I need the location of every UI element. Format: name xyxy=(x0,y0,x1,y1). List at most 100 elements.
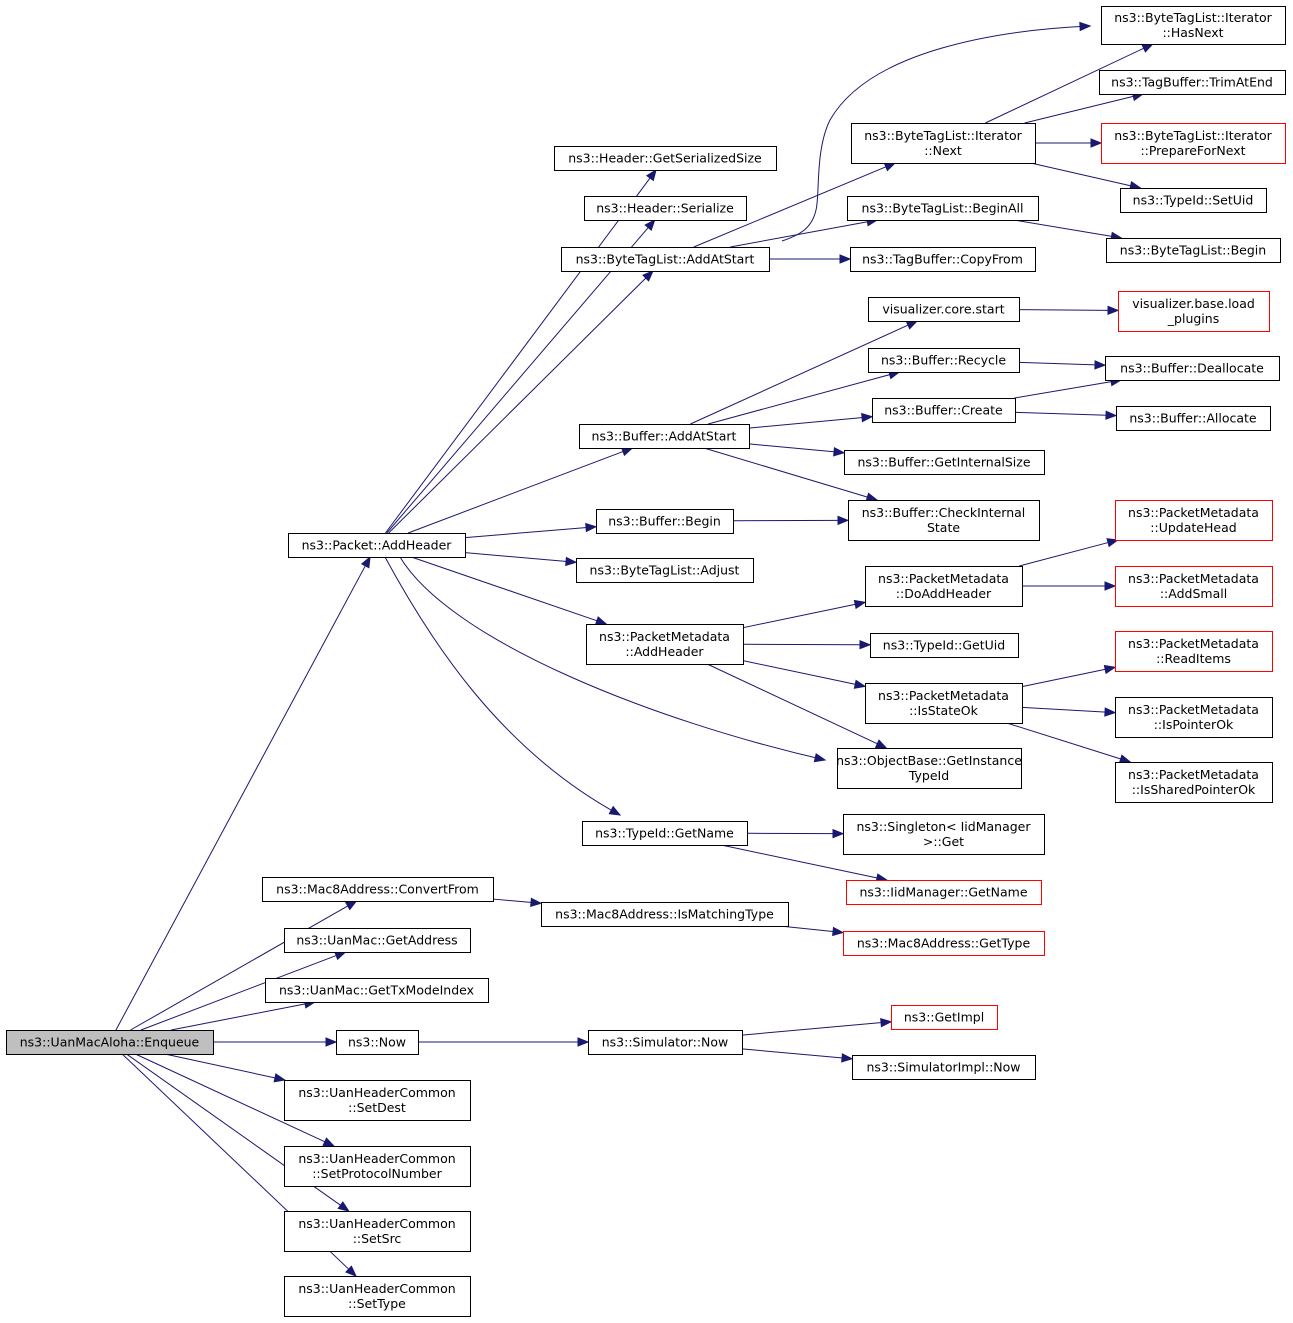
node-ns3-packetmetadata-isstateok[interactable]: ns3::PacketMetadata::IsStateOk xyxy=(865,683,1023,724)
edge-n1-to-n14 xyxy=(464,522,598,539)
node-ns3-bytetaglist-iterator-preparefornext[interactable]: ns3::ByteTagList::Iterator::PrepareForNe… xyxy=(1101,123,1286,164)
edge-n47-to-n49 xyxy=(741,1048,854,1063)
edge-n35-to-n36 xyxy=(1019,538,1120,567)
edge-n5-to-n47 xyxy=(418,1037,590,1047)
node-label: ns3::UanMac::GetAddress xyxy=(296,933,457,948)
node-label: ns3::ByteTagList::BeginAll xyxy=(862,201,1024,216)
node-label: ns3::Packet::AddHeader xyxy=(302,538,453,553)
edge-n45-to-n46 xyxy=(779,925,845,937)
node-label: ns3::Mac8Address::GetType xyxy=(857,936,1031,951)
node-ns3-uanheadercommon-setsrc[interactable]: ns3::UanHeaderCommon::SetSrc xyxy=(284,1211,471,1252)
node-ns3-typeid-getname[interactable]: ns3::TypeId::GetName xyxy=(582,821,748,846)
node-label: ns3::Buffer::Allocate xyxy=(1129,411,1257,426)
node-label: ns3::ByteTagList::Adjust xyxy=(590,563,740,578)
node-ns3-buffer-create[interactable]: ns3::Buffer::Create xyxy=(872,398,1016,423)
node-ns3-packetmetadata-ispointerok[interactable]: ns3::PacketMetadata::IsPointerOk xyxy=(1115,697,1273,738)
node-ns3-uanmac-gettxmodeindex[interactable]: ns3::UanMac::GetTxModeIndex xyxy=(265,978,489,1003)
edge-n35-to-n37 xyxy=(1022,581,1117,591)
node-ns3-buffer-getinternalsize[interactable]: ns3::Buffer::GetInternalSize xyxy=(844,450,1045,475)
node-ns3-bytetaglist-iterator-hasnext[interactable]: ns3::ByteTagList::Iterator::HasNext xyxy=(1101,6,1286,45)
node-ns3-typeid-setuid[interactable]: ns3::TypeId::SetUid xyxy=(1120,188,1267,213)
node-ns3-simulator-now[interactable]: ns3::Simulator::Now xyxy=(588,1030,743,1055)
node-label: ns3::TagBuffer::CopyFrom xyxy=(862,252,1023,267)
node-ns3-packetmetadata-doaddheader[interactable]: ns3::PacketMetadata::DoAddHeader xyxy=(865,566,1023,607)
node-label: ns3::UanMacAloha::Enqueue xyxy=(20,1035,200,1050)
edge-n31-to-n32 xyxy=(1014,410,1118,420)
node-label: ns3::Header::GetSerializedSize xyxy=(568,151,762,166)
node-label: visualizer.base.load xyxy=(1132,296,1255,311)
edge-n1-to-n12 xyxy=(388,270,654,534)
edge-n2-to-n45 xyxy=(492,897,543,908)
node-label: ::UpdateHead xyxy=(1150,520,1236,535)
node-ns3-typeid-getuid[interactable]: ns3::TypeId::GetUid xyxy=(870,633,1019,658)
node-label: ::AddHeader xyxy=(625,644,704,659)
node-label: ns3::Buffer::Recycle xyxy=(881,353,1006,368)
node-label: ::HasNext xyxy=(1162,25,1223,40)
edge-n18-to-n44 xyxy=(721,844,889,883)
node-ns3-buffer-addatstart[interactable]: ns3::Buffer::AddAtStart xyxy=(579,424,750,449)
edge-n13-to-n33 xyxy=(748,443,846,457)
node-ns3-iidmanager-getname[interactable]: ns3::IidManager::GetName xyxy=(846,880,1042,905)
node-ns3-mac8address-ismatchingtype[interactable]: ns3::Mac8Address::IsMatchingType xyxy=(541,902,789,927)
node-label: ns3::PacketMetadata xyxy=(1128,702,1259,717)
node-visualizer-core-start[interactable]: visualizer.core.start xyxy=(868,297,1020,322)
node-ns3-buffer-allocate[interactable]: ns3::Buffer::Allocate xyxy=(1116,406,1271,431)
node-ns3-now[interactable]: ns3::Now xyxy=(336,1030,419,1055)
edge-n16-to-n38 xyxy=(742,639,872,650)
node-label: ::SetProtocolNumber xyxy=(312,1166,442,1181)
node-label: ns3::Singleton< IidManager xyxy=(856,819,1031,834)
node-ns3-simulatorimpl-now[interactable]: ns3::SimulatorImpl::Now xyxy=(852,1055,1036,1080)
node-ns3-buffer-recycle[interactable]: ns3::Buffer::Recycle xyxy=(868,348,1020,373)
node-ns3-singleton-iidmanager-get[interactable]: ns3::Singleton< IidManager >::Get xyxy=(843,814,1045,855)
node-ns3-buffer-begin[interactable]: ns3::Buffer::Begin xyxy=(596,509,734,534)
edge-n1-to-n10 xyxy=(385,168,657,534)
node-ns3-uanheadercommon-setprotocolnumber[interactable]: ns3::UanHeaderCommon::SetProtocolNumber xyxy=(284,1146,471,1187)
node-ns3-mac8address-convertfrom[interactable]: ns3::Mac8Address::ConvertFrom xyxy=(262,877,494,902)
node-ns3-mac8address-gettype[interactable]: ns3::Mac8Address::GetType xyxy=(843,931,1045,956)
node-label: ns3::ByteTagList::Begin xyxy=(1120,243,1266,258)
node-ns3-uanheadercommon-settype[interactable]: ns3::UanHeaderCommon::SetType xyxy=(284,1276,471,1317)
edge-n12-to-n19 xyxy=(781,21,1092,242)
node-label: ns3::UanHeaderCommon xyxy=(298,1151,455,1166)
node-label: ns3::TypeId::SetUid xyxy=(1133,193,1254,208)
edge-n14-to-n34 xyxy=(732,515,850,526)
node-ns3-bytetaglist-adjust[interactable]: ns3::ByteTagList::Adjust xyxy=(576,558,754,583)
node-label: TypeId xyxy=(908,768,949,783)
node-ns3-packet-addheader[interactable]: ns3::Packet::AddHeader xyxy=(288,533,466,558)
node-ns3-packetmetadata-addsmall[interactable]: ns3::PacketMetadata::AddSmall xyxy=(1115,566,1273,607)
node-ns3-tagbuffer-copyfrom[interactable]: ns3::TagBuffer::CopyFrom xyxy=(850,247,1036,272)
node-ns3-uanheadercommon-setdest[interactable]: ns3::UanHeaderCommon::SetDest xyxy=(284,1080,471,1121)
node-label: ns3::PacketMetadata xyxy=(878,688,1009,703)
node-ns3-getimpl[interactable]: ns3::GetImpl xyxy=(891,1005,998,1030)
node-ns3-bytetaglist-addatstart[interactable]: ns3::ByteTagList::AddAtStart xyxy=(561,247,770,272)
node-ns3-packetmetadata-issharedpointerok[interactable]: ns3::PacketMetadata::IsSharedPointerOk xyxy=(1115,762,1273,803)
node-label: ns3::Mac8Address::IsMatchingType xyxy=(555,907,774,922)
node-label: ns3::Mac8Address::ConvertFrom xyxy=(276,882,479,897)
edge-n1-to-n18 xyxy=(384,556,622,816)
node-ns3-packetmetadata-addheader[interactable]: ns3::PacketMetadata::AddHeader xyxy=(586,624,744,665)
call-nodes: ns3::UanMacAloha::Enqueue ns3::Packet::Ad… xyxy=(6,6,1286,1317)
node-ns3-bytetaglist-iterator-next[interactable]: ns3::ByteTagList::Iterator::Next xyxy=(851,123,1036,164)
node-label: ns3::SimulatorImpl::Now xyxy=(866,1060,1020,1075)
node-ns3-tagbuffer-trimatend[interactable]: ns3::TagBuffer::TrimAtEnd xyxy=(1099,70,1286,95)
node-ns3-bytetaglist-beginall[interactable]: ns3::ByteTagList::BeginAll xyxy=(847,196,1039,221)
node-ns3-packetmetadata-updatehead[interactable]: ns3::PacketMetadata::UpdateHead xyxy=(1115,500,1273,541)
node-ns3-header-getserializedsize[interactable]: ns3::Header::GetSerializedSize xyxy=(554,146,777,171)
node-ns3-bytetaglist-begin[interactable]: ns3::ByteTagList::Begin xyxy=(1106,238,1281,263)
edge-n16-to-n35 xyxy=(742,599,867,629)
node-ns3-uanmac-getaddress[interactable]: ns3::UanMac::GetAddress xyxy=(284,928,471,953)
node-label: ns3::Buffer::CheckInternal xyxy=(862,505,1026,520)
node-ns3-header-serialize[interactable]: ns3::Header::Serialize xyxy=(584,196,747,221)
node-label: ns3::PacketMetadata xyxy=(1128,505,1259,520)
node-label: ns3::TypeId::GetUid xyxy=(883,638,1005,653)
node-ns3-uanmacaloha-enqueue[interactable]: ns3::UanMacAloha::Enqueue xyxy=(6,1030,214,1055)
node-label: ns3::UanHeaderCommon xyxy=(298,1216,455,1231)
node-label: ::SetType xyxy=(348,1296,406,1311)
node-ns3-buffer-deallocate[interactable]: ns3::Buffer::Deallocate xyxy=(1105,356,1280,381)
node-label: ns3::Header::Serialize xyxy=(596,201,734,216)
node-visualizer-base-load-plugins[interactable]: visualizer.base.load_plugins xyxy=(1118,291,1270,332)
node-ns3-packetmetadata-readitems[interactable]: ns3::PacketMetadata::ReadItems xyxy=(1115,631,1273,672)
node-label: ns3::IidManager::GetName xyxy=(859,885,1027,900)
